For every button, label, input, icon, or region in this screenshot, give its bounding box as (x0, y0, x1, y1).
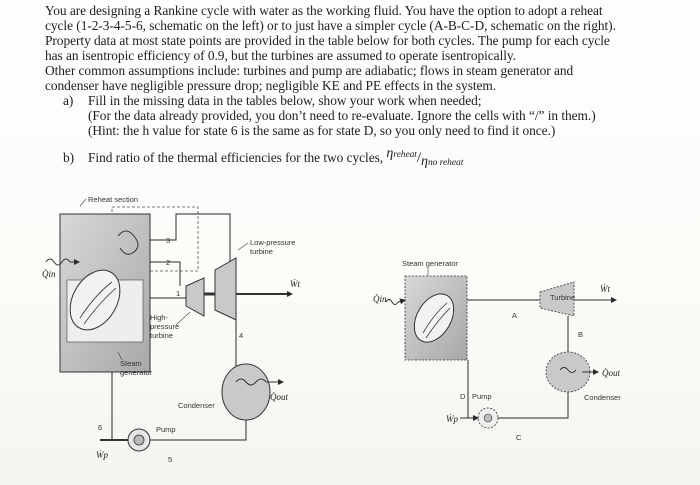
problem-line-3: Property data at most state points are p… (45, 33, 610, 48)
right-pump-core (483, 413, 493, 423)
right-q-in: Q̇in (373, 294, 387, 304)
problem-line-2: cycle (1-2-3-4-5-6, schematic on the lef… (45, 18, 616, 33)
part-a-line-1: Fill in the missing data in the tables b… (88, 93, 482, 108)
pipe-5 (176, 420, 247, 441)
problem-line-4: has an isentropic efficiency of 0.9, but… (45, 48, 516, 63)
condenser-coil (235, 378, 267, 386)
part-a-line-2: (For the data already provided, you don’… (88, 108, 596, 123)
problem-line-5: Other common assumptions include: turbin… (45, 63, 574, 78)
right-turbine-label: Turbine (550, 293, 575, 302)
right-turbine (539, 281, 575, 317)
right-schematic: Steam generator Q̇in A Turbine Ẇt B Q̇ou… (373, 259, 621, 442)
state-1: 1 (176, 289, 180, 298)
pipe-6 (111, 372, 128, 441)
right-condenser-label: Condenser (584, 393, 621, 402)
hp-turbine (185, 277, 205, 317)
part-b-text: Find ratio of the thermal efficiencies f… (88, 146, 463, 169)
left-condenser (221, 363, 271, 421)
state-4: 4 (239, 331, 243, 340)
state-6: 6 (98, 423, 102, 432)
hp-turbine-label-3: turbine (150, 331, 173, 340)
right-q-in-arrow (397, 298, 406, 305)
hp-leader (175, 311, 191, 326)
eta-no-reheat: ηno reheat (421, 154, 463, 169)
problem-line-1: You are designing a Rankine cycle with w… (45, 3, 603, 18)
state-b: B (578, 330, 583, 339)
left-q-in: Q̇in (42, 269, 56, 279)
right-w-p: Ẇp (446, 414, 458, 424)
left-pump-label: Pump (156, 425, 176, 434)
reheat-coil (117, 230, 139, 255)
eta-symbol-1: η (386, 146, 394, 161)
part-a-marker: a) (63, 93, 74, 108)
ratio-slash: / (416, 150, 422, 166)
left-condenser-label: Condenser (178, 401, 215, 410)
eta-reheat-subscript: reheat (393, 150, 417, 160)
eta-symbol-2: η (421, 154, 428, 169)
boiler-tubes (79, 281, 117, 325)
left-w-p: Ẇp (96, 450, 108, 460)
right-condenser-coil (559, 367, 577, 373)
pipe-3 (150, 213, 231, 270)
state-a: A (512, 311, 517, 320)
lp-leader (237, 242, 249, 251)
state-2: 2 (166, 258, 170, 267)
reheat-section-label: Reheat section (88, 195, 138, 204)
pipe-2 (150, 261, 181, 286)
steam-gen-label-1: Steam (120, 359, 142, 368)
boiler-drum (69, 269, 121, 331)
hp-turbine-label-2: pressure (150, 322, 179, 331)
state-d: D (460, 392, 466, 401)
steam-gen-label-2: generator (120, 368, 153, 377)
right-boiler-tubes (422, 302, 451, 339)
right-q-out: Q̇out (602, 368, 620, 378)
right-q-in-squiggle (385, 299, 399, 305)
part-b-marker: b) (63, 150, 75, 165)
pipe-c (498, 392, 569, 419)
part-a-line-3: (Hint: the h value for state 6 is the sa… (88, 123, 556, 138)
right-w-t: Ẇt (600, 284, 610, 294)
hp-turbine-label-1: High- (150, 313, 168, 322)
lp-turbine-label-2: turbine (250, 247, 273, 256)
state-3: 3 (166, 236, 170, 245)
lp-turbine (214, 257, 237, 321)
left-q-out: Q̇out (270, 392, 288, 402)
q-in-squiggle (45, 258, 71, 266)
state-5: 5 (168, 455, 172, 464)
state-c: C (516, 433, 522, 442)
left-schematic: Reheat section Q̇in (42, 195, 300, 464)
reheat-leader (79, 198, 87, 207)
sg-leader (117, 351, 123, 361)
part-b-question: Find ratio of the thermal efficiencies f… (88, 150, 384, 165)
left-w-t: Ẇt (290, 279, 300, 289)
eta-reheat: ηreheat (386, 146, 417, 161)
problem-line-6: condenser have negligible pressure drop;… (45, 78, 497, 93)
left-pump-core (133, 434, 145, 446)
lp-turbine-label-1: Low-pressure (250, 238, 295, 247)
right-pump-label: Pump (472, 392, 492, 401)
pipe-d (467, 360, 478, 419)
eta-no-reheat-subscript: no reheat (427, 158, 464, 168)
right-steam-gen-label: Steam generator (402, 259, 458, 268)
